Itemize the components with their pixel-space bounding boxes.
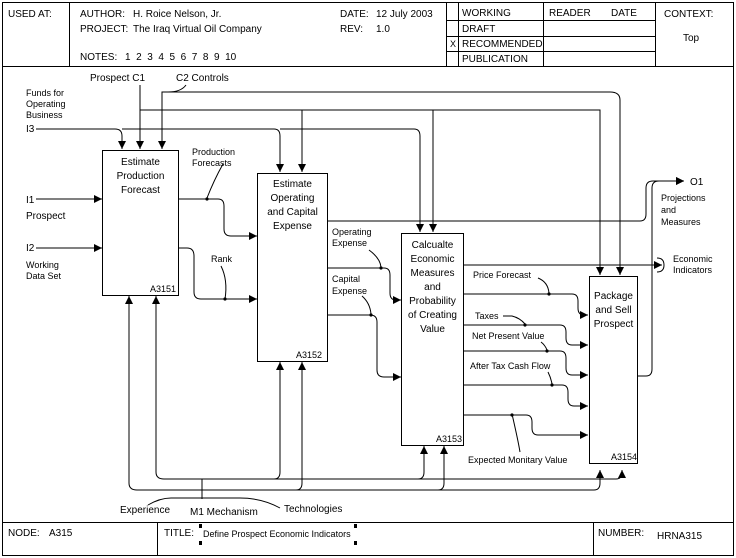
box-a3154-line-3: Prospect	[594, 319, 634, 330]
context-value: Top	[683, 33, 700, 44]
number-value: HRNA315	[657, 531, 702, 542]
label-projections-line-2: and	[661, 205, 676, 215]
status-mark: X	[450, 39, 456, 49]
node-label: NODE:	[8, 528, 40, 539]
box-a3153: Calcualte Economic Measures and Probabil…	[401, 233, 464, 446]
box-a3152-line-2: Operating	[271, 193, 315, 204]
box-a3152: Estimate Operating and Capital Expense A…	[257, 173, 328, 362]
title-value: Define Prospect Economic Indicators	[203, 529, 351, 539]
box-a3153-node: A3153	[436, 434, 462, 444]
label-projections-line-1: Projections	[661, 193, 706, 203]
status-draft: DRAFT	[462, 24, 495, 35]
label-operating-expense-line-1: Operating	[332, 227, 372, 237]
used-at-label: USED AT:	[8, 9, 52, 20]
project-value: The Iraq Virtual Oil Company	[133, 24, 262, 35]
header: USED AT: AUTHOR: H. Roice Nelson, Jr. PR…	[8, 2, 713, 67]
label-controls-c2: C2 Controls	[176, 73, 229, 84]
box-a3152-node: A3152	[296, 350, 322, 360]
label-capital-expense-line-2: Expense	[332, 286, 367, 296]
label-net-present-value: Net Present Value	[472, 331, 544, 341]
author-value: H. Roice Nelson, Jr.	[133, 9, 221, 20]
label-expected-monitary-value: Expected Monitary Value	[468, 455, 567, 465]
box-a3153-line-3: Measures	[411, 268, 455, 279]
status-publication: PUBLICATION	[462, 54, 528, 65]
label-prospect: Prospect	[26, 211, 66, 222]
label-working-data-set-line-1: Working	[26, 260, 59, 270]
label-o1: O1	[690, 177, 704, 188]
box-a3151-node: A3151	[150, 284, 176, 294]
rev-value: 1.0	[376, 24, 390, 35]
project-label: PROJECT:	[80, 24, 128, 35]
box-a3151-line-2: Production	[117, 171, 165, 182]
notes-numbers: 1 2 3 4 5 6 7 8 9 10	[125, 52, 237, 63]
box-a3152-line-1: Estimate	[273, 179, 312, 190]
label-after-tax-cash-flow: After Tax Cash Flow	[470, 361, 551, 371]
footer: NODE: A315 TITLE: Define Prospect Econom…	[8, 522, 702, 556]
author-label: AUTHOR:	[80, 9, 125, 20]
status-working: WORKING	[462, 8, 511, 19]
arrow-labels: Prospect C1 C2 Controls Funds for Operat…	[26, 73, 713, 518]
box-a3154-line-1: Package	[594, 291, 633, 302]
label-economic-indicators-line-1: Economic	[673, 254, 713, 264]
box-a3153-line-1: Calcualte	[412, 240, 454, 251]
box-a3153-line-5: Probability	[409, 296, 456, 307]
label-production-forecasts-line-2: Forecasts	[192, 158, 232, 168]
label-funds-line-3: Business	[26, 110, 63, 120]
label-economic-indicators-line-2: Indicators	[673, 265, 713, 275]
box-a3154-line-2: and Sell	[595, 305, 631, 316]
notes-label: NOTES:	[80, 52, 117, 63]
label-m1-mechanism: M1 Mechanism	[190, 507, 258, 518]
node-value: A315	[49, 528, 73, 539]
label-technologies: Technologies	[284, 504, 342, 515]
label-price-forecast: Price Forecast	[473, 270, 532, 280]
label-taxes: Taxes	[475, 311, 499, 321]
label-capital-expense-line-1: Capital	[332, 274, 360, 284]
box-a3153-line-4: and	[424, 282, 441, 293]
label-experience: Experience	[120, 505, 170, 516]
reader-date-label: DATE	[611, 8, 637, 19]
number-label: NUMBER:	[598, 528, 644, 539]
label-working-data-set-line-2: Data Set	[26, 271, 62, 281]
box-a3154: Package and Sell Prospect A3154	[589, 276, 638, 464]
label-operating-expense-line-2: Expense	[332, 238, 367, 248]
date-value: 12 July 2003	[376, 9, 433, 20]
date-label: DATE:	[340, 9, 369, 20]
diagram-arrows	[36, 84, 684, 509]
title-label: TITLE:	[164, 528, 194, 539]
label-funds-line-2: Operating	[26, 99, 66, 109]
label-funds-line-1: Funds for	[26, 88, 64, 98]
box-a3153-line-6: of Creating	[408, 310, 457, 321]
label-production-forecasts-line-1: Production	[192, 147, 235, 157]
reader-label: READER	[549, 8, 591, 19]
box-a3151: Estimate Production Forecast A3151	[102, 150, 179, 296]
box-a3151-line-3: Forecast	[121, 185, 160, 196]
label-i3: I3	[26, 124, 35, 135]
rev-label: REV:	[340, 24, 363, 35]
status-recommended: RECOMMENDED	[462, 39, 543, 50]
box-a3152-line-4: Expense	[273, 221, 312, 232]
box-a3153-line-7: Value	[420, 324, 445, 335]
label-rank: Rank	[211, 254, 233, 264]
box-a3154-node: A3154	[611, 452, 637, 462]
box-a3153-line-2: Economic	[411, 254, 455, 265]
box-a3152-line-3: and Capital	[267, 207, 318, 218]
label-i1: I1	[26, 195, 35, 206]
label-prospect-c1: Prospect C1	[90, 73, 145, 84]
label-projections-line-3: Measures	[661, 217, 701, 227]
label-i2: I2	[26, 243, 35, 254]
box-a3151-line-1: Estimate	[121, 157, 160, 168]
context-label: CONTEXT:	[664, 9, 713, 20]
